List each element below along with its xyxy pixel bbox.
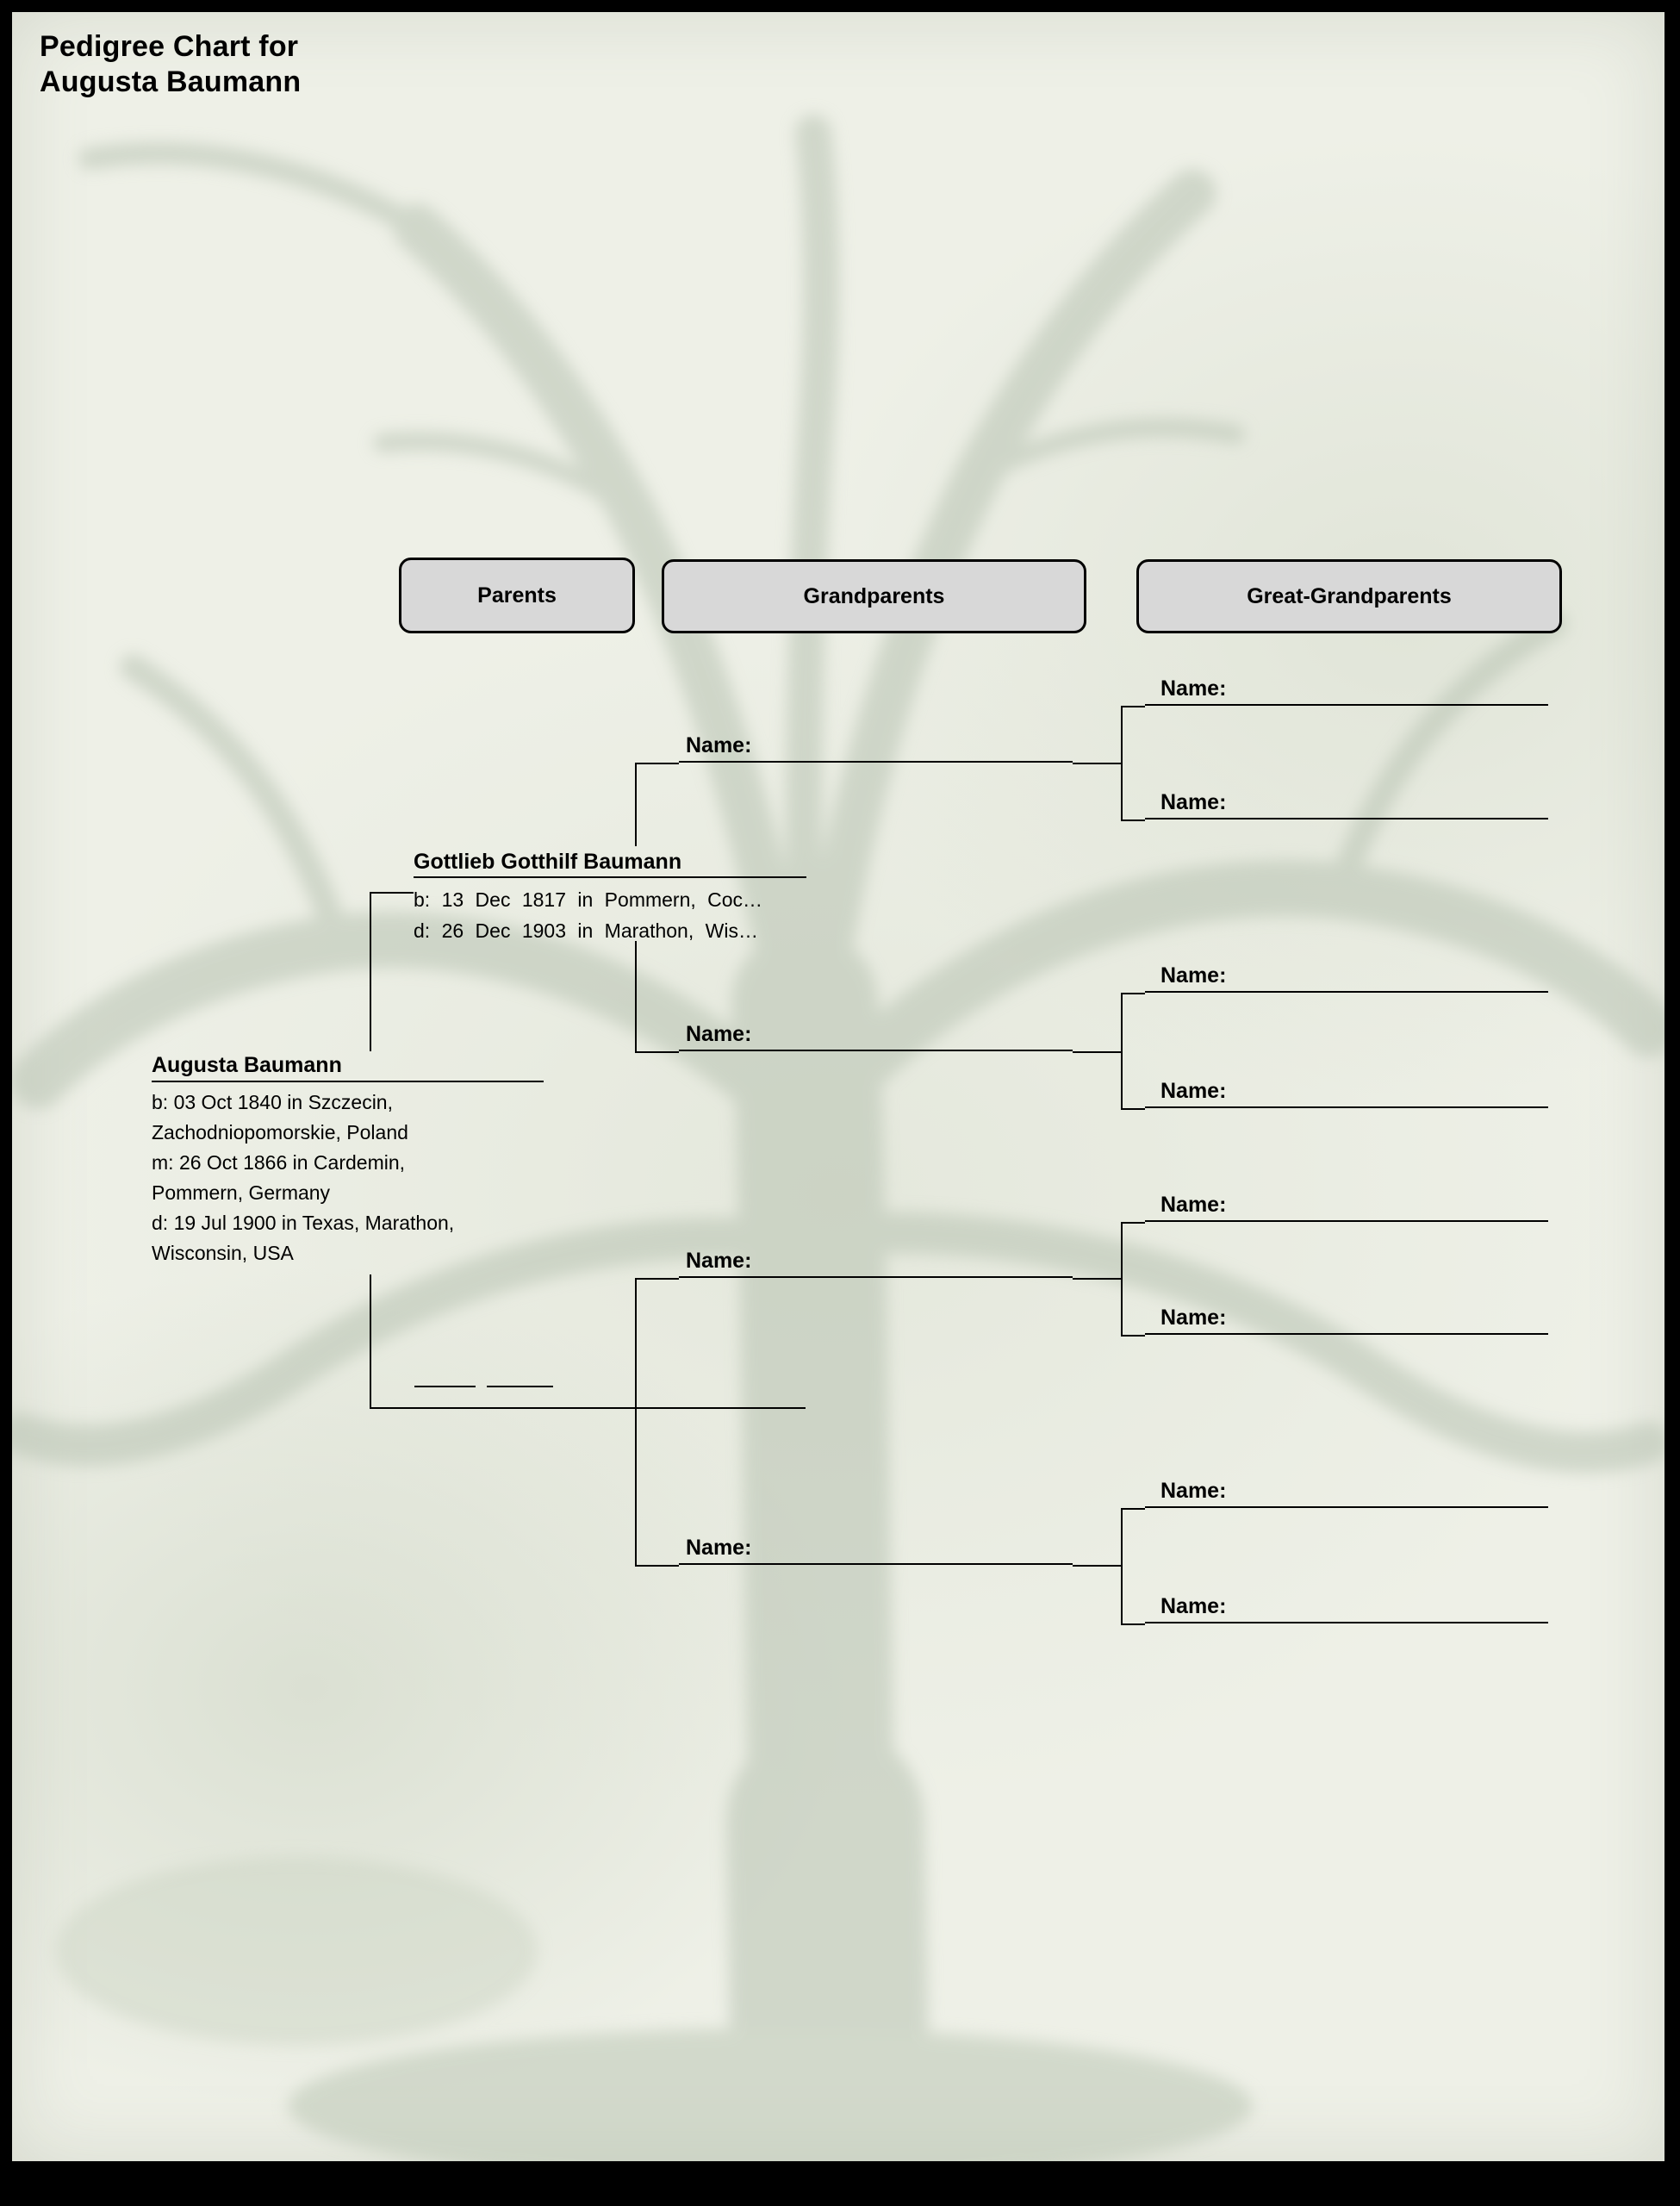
tree-watermark bbox=[12, 115, 1664, 2161]
root-person-name: Augusta Baumann bbox=[152, 1053, 544, 1082]
mother-blank-name-segment bbox=[487, 1386, 553, 1387]
connector-gp3-right-tick bbox=[1073, 1278, 1123, 1280]
connector-gp2-right-tick bbox=[1073, 1051, 1123, 1053]
grandparent-2-name-label: Name: bbox=[686, 1022, 752, 1046]
root-person-detail-line: Pommern, Germany bbox=[152, 1181, 331, 1204]
column-header-parents: Parents bbox=[399, 558, 635, 633]
great-grandparent-8-name-label: Name: bbox=[1160, 1594, 1227, 1618]
connector-mother-tick bbox=[370, 1407, 412, 1409]
connector-gp1-right-tick bbox=[1073, 763, 1123, 764]
father-details: b: 13 Dec 1817 in Pommern, Coc… d: 26 De… bbox=[414, 878, 806, 946]
connector-father-tick bbox=[370, 892, 414, 894]
connector-gp4-right-tick bbox=[1073, 1565, 1123, 1567]
connector-father-bracket bbox=[370, 892, 371, 1051]
connector-ggp-bracket-4 bbox=[1121, 1508, 1123, 1625]
connector-ggp-2-tick bbox=[1121, 819, 1145, 821]
root-person-details: b: 03 Oct 1840 in Szczecin, Zachodniopom… bbox=[152, 1082, 544, 1268]
connector-ggp-5-tick bbox=[1121, 1222, 1145, 1224]
connector-ggp-7-tick bbox=[1121, 1508, 1145, 1510]
root-person-detail-line: d: 19 Jul 1900 in Texas, Marathon, bbox=[152, 1212, 455, 1234]
grandparent-4-name-label: Name: bbox=[686, 1536, 752, 1560]
root-person-detail-line: Zachodniopomorskie, Poland bbox=[152, 1121, 408, 1144]
grandparent-3-name-label: Name: bbox=[686, 1249, 752, 1273]
great-grandparent-1-name-label: Name: bbox=[1160, 676, 1227, 701]
root-person-detail-line: m: 26 Oct 1866 in Cardemin, bbox=[152, 1151, 406, 1174]
root-person-entry: Augusta Baumann b: 03 Oct 1840 in Szczec… bbox=[152, 1053, 544, 1268]
mother-name-line bbox=[412, 1407, 806, 1409]
great-grandparent-3-name-label: Name: bbox=[1160, 963, 1227, 988]
connector-ggp-bracket-1 bbox=[1121, 706, 1123, 821]
grandparent-slot-4: Name: bbox=[679, 1536, 1073, 1565]
great-grandparent-4-name-label: Name: bbox=[1160, 1079, 1227, 1103]
great-grandparent-2-name-label: Name: bbox=[1160, 790, 1227, 814]
father-detail-line: b: 13 Dec 1817 in Pommern, Coc… bbox=[414, 888, 763, 911]
grandparent-slot-2: Name: bbox=[679, 1022, 1073, 1051]
connector-mother-grandparents bbox=[635, 1278, 637, 1567]
connector-grandparent-2-tick bbox=[635, 1051, 679, 1053]
connector-ggp-bracket-3 bbox=[1121, 1222, 1123, 1337]
great-grandparent-slot-2: Name: bbox=[1145, 790, 1548, 819]
great-grandparent-slot-1: Name: bbox=[1145, 676, 1548, 706]
great-grandparent-slot-7: Name: bbox=[1145, 1479, 1548, 1508]
pedigree-chart-page: Pedigree Chart for Augusta Baumann Paren… bbox=[12, 12, 1664, 2161]
root-person-detail-line: Wisconsin, USA bbox=[152, 1242, 294, 1264]
root-person-detail-line: b: 03 Oct 1840 in Szczecin, bbox=[152, 1091, 393, 1113]
father-entry: Gottlieb Gotthilf Baumann b: 13 Dec 1817… bbox=[414, 850, 806, 946]
great-grandparent-slot-5: Name: bbox=[1145, 1193, 1548, 1222]
connector-ggp-6-tick bbox=[1121, 1335, 1145, 1337]
great-grandparent-slot-6: Name: bbox=[1145, 1306, 1548, 1335]
connector-mother-bracket bbox=[370, 1274, 371, 1407]
grandparent-slot-3: Name: bbox=[679, 1249, 1073, 1278]
great-grandparent-slot-4: Name: bbox=[1145, 1079, 1548, 1108]
mother-blank-name-segment bbox=[414, 1386, 476, 1387]
connector-father-grandparents-upper bbox=[635, 763, 637, 846]
connector-ggp-8-tick bbox=[1121, 1623, 1145, 1625]
father-name: Gottlieb Gotthilf Baumann bbox=[414, 850, 806, 878]
grandparent-1-name-label: Name: bbox=[686, 733, 752, 757]
column-header-grandparents: Grandparents bbox=[662, 559, 1086, 633]
great-grandparent-slot-8: Name: bbox=[1145, 1594, 1548, 1623]
great-grandparent-7-name-label: Name: bbox=[1160, 1479, 1227, 1503]
connector-ggp-3-tick bbox=[1121, 993, 1145, 994]
great-grandparent-slot-3: Name: bbox=[1145, 963, 1548, 993]
connector-ggp-bracket-2 bbox=[1121, 993, 1123, 1110]
father-detail-line: d: 26 Dec 1903 in Marathon, Wis… bbox=[414, 919, 758, 942]
connector-father-grandparents-lower bbox=[635, 941, 637, 1051]
connector-ggp-4-tick bbox=[1121, 1108, 1145, 1110]
page-title: Pedigree Chart for Augusta Baumann bbox=[40, 29, 301, 100]
connector-grandparent-1-tick bbox=[635, 763, 679, 764]
column-header-great-grandparents: Great-Grandparents bbox=[1136, 559, 1562, 633]
great-grandparent-6-name-label: Name: bbox=[1160, 1306, 1227, 1330]
page-title-line-1: Pedigree Chart for bbox=[40, 30, 299, 63]
grandparent-slot-1: Name: bbox=[679, 733, 1073, 763]
connector-grandparent-4-tick bbox=[635, 1565, 679, 1567]
great-grandparent-5-name-label: Name: bbox=[1160, 1193, 1227, 1217]
connector-ggp-1-tick bbox=[1121, 706, 1145, 707]
page-title-line-2: Augusta Baumann bbox=[40, 65, 302, 98]
connector-grandparent-3-tick bbox=[635, 1278, 679, 1280]
